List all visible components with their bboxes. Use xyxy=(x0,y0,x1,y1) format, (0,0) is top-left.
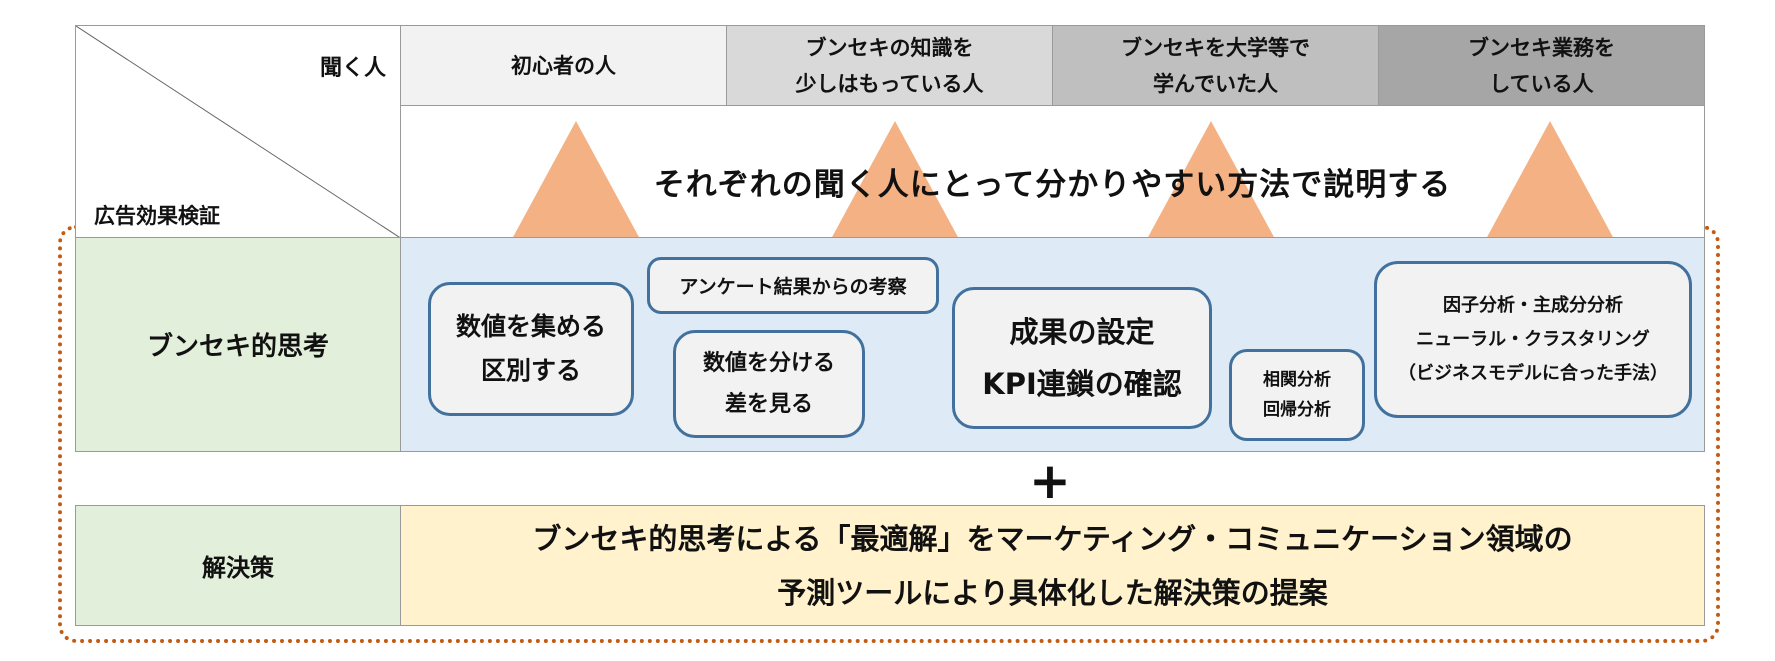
solution-line-2: 予測ツールにより具体化した解決策の提案 xyxy=(777,575,1328,610)
audience-professional-line-2: している人 xyxy=(1489,71,1594,96)
audience-some-knowledge-line-2: 少しはもっている人 xyxy=(795,71,984,96)
audience-studied-line-2: 学んでいた人 xyxy=(1153,71,1278,96)
box-correlation: 相関分析 回帰分析 xyxy=(1229,349,1365,441)
audience-some-knowledge-line-1: ブンセキの知識を xyxy=(805,35,974,60)
box-factor: 因子分析・主成分分析 ニューラル・クラスタリング （ビジネスモデルに合った手法） xyxy=(1374,261,1692,418)
audience-beginner-line-1: 初心者の人 xyxy=(511,53,616,78)
box-kpi-line-1: 成果の設定 xyxy=(1009,315,1155,349)
box-factor-line-2: ニューラル・クラスタリング xyxy=(1416,328,1650,350)
box-kpi-line-2: KPI連鎖の確認 xyxy=(982,367,1182,401)
box-collect-line-1: 数値を集める xyxy=(455,312,606,341)
explain-row: それぞれの聞く人にとって分かりやすい方法で説明する xyxy=(400,105,1705,238)
box-collect: 数値を集める 区別する xyxy=(428,282,634,416)
audience-studied-line-1: ブンセキを大学等で xyxy=(1121,35,1310,60)
box-correlation-line-1: 相関分析 xyxy=(1263,370,1331,390)
box-factor-line-1: 因子分析・主成分分析 xyxy=(1443,294,1623,316)
solution-line-1: ブンセキ的思考による「最適解」をマーケティング・コミュニケーション領域の xyxy=(532,521,1573,556)
corner-label-bottom: 広告効果検証 xyxy=(94,204,220,228)
box-kpi: 成果の設定 KPI連鎖の確認 xyxy=(952,287,1212,429)
thinking-label: ブンセキ的思考 xyxy=(75,237,401,452)
box-factor-line-3: （ビジネスモデルに合った手法） xyxy=(1398,362,1668,384)
corner-label-top: 聞く人 xyxy=(319,56,386,81)
box-divide: 数値を分ける 差を見る xyxy=(673,330,865,438)
triangle-beginner xyxy=(512,121,640,237)
plus-sign: + xyxy=(1029,452,1071,510)
box-collect-line-2: 区別する xyxy=(480,356,581,385)
audience-studied: ブンセキを大学等で 学んでいた人 xyxy=(1052,25,1379,106)
triangle-professional xyxy=(1486,121,1614,237)
corner-cell: 聞く人 広告効果検証 xyxy=(75,25,402,239)
box-correlation-line-2: 回帰分析 xyxy=(1263,400,1331,420)
diagonal-line xyxy=(76,26,402,239)
audience-professional-line-1: ブンセキ業務を xyxy=(1468,35,1615,60)
explain-text: それぞれの聞く人にとって分かりやすい方法で説明する xyxy=(653,167,1452,203)
solution-text-box: ブンセキ的思考による「最適解」をマーケティング・コミュニケーション領域の 予測ツ… xyxy=(400,505,1705,626)
solution-label: 解決策 xyxy=(75,505,401,626)
triangle-some-knowledge xyxy=(831,121,959,237)
triangle-studied xyxy=(1147,121,1275,237)
box-divide-line-1: 数値を分ける xyxy=(702,351,835,376)
box-divide-line-2: 差を見る xyxy=(724,392,813,417)
audience-professional: ブンセキ業務を している人 xyxy=(1378,25,1705,106)
box-survey-line-1: アンケート結果からの考察 xyxy=(679,276,907,298)
audience-some-knowledge: ブンセキの知識を 少しはもっている人 xyxy=(726,25,1053,106)
audience-beginner: 初心者の人 xyxy=(400,25,727,106)
box-survey: アンケート結果からの考察 xyxy=(647,257,939,314)
